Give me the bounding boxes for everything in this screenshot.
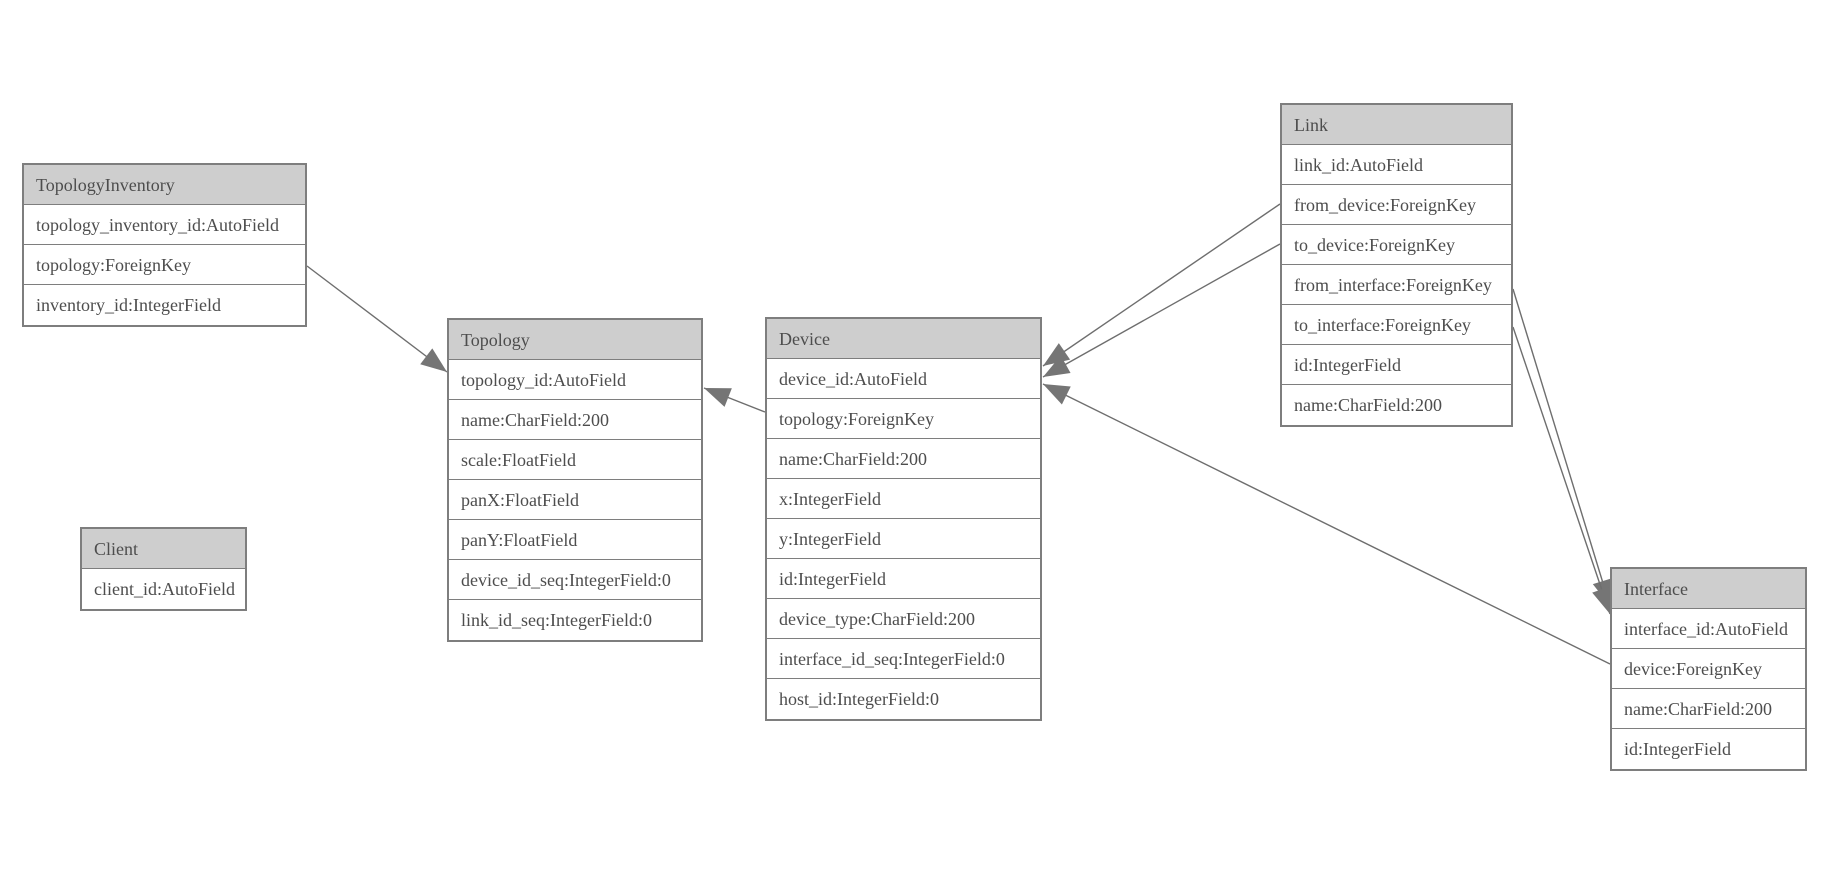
relationship-arrowhead-link-to-device: [1043, 355, 1071, 377]
relationship-line-link-from-interface: [1512, 288, 1611, 607]
entity-field-row: topology:ForeignKey: [767, 399, 1040, 439]
entity-field-row: topology_inventory_id:AutoField: [24, 205, 305, 245]
entity-title: Link: [1282, 105, 1511, 145]
entity-field-row: x:IntegerField: [767, 479, 1040, 519]
entity-field-row: client_id:AutoField: [82, 569, 245, 609]
relationship-line-link-to-device: [1042, 243, 1281, 378]
entity-field-row: link_id_seq:IntegerField:0: [449, 600, 701, 640]
relationship-arrowhead-topologyinventory-topology: [420, 348, 447, 372]
entity-field-row: name:CharField:200: [767, 439, 1040, 479]
entity-field-row: to_interface:ForeignKey: [1282, 305, 1511, 345]
relationship-arrowhead-link-from-device: [1043, 343, 1071, 366]
entity-field-row: panX:FloatField: [449, 480, 701, 520]
entity-field-row: from_device:ForeignKey: [1282, 185, 1511, 225]
entity-field-row: inventory_id:IntegerField: [24, 285, 305, 325]
entity-field-row: link_id:AutoField: [1282, 145, 1511, 185]
entity-field-row: device:ForeignKey: [1612, 649, 1805, 689]
entity-field-row: device_id_seq:IntegerField:0: [449, 560, 701, 600]
entity-title: Client: [82, 529, 245, 569]
entity-field-row: name:CharField:200: [1282, 385, 1511, 425]
entity-field-row: id:IntegerField: [1612, 729, 1805, 769]
relationship-arrowhead-interface-device: [1043, 384, 1071, 405]
entity-field-row: name:CharField:200: [449, 400, 701, 440]
entity-field-row: device_id:AutoField: [767, 359, 1040, 399]
entity-field-row: host_id:IntegerField:0: [767, 679, 1040, 719]
entity-field-row: device_type:CharField:200: [767, 599, 1040, 639]
entity-title: TopologyInventory: [24, 165, 305, 205]
entity-field-row: id:IntegerField: [767, 559, 1040, 599]
entity-field-row: interface_id_seq:IntegerField:0: [767, 639, 1040, 679]
entity-field-row: panY:FloatField: [449, 520, 701, 560]
entity-title: Device: [767, 319, 1040, 359]
entity-field-row: from_interface:ForeignKey: [1282, 265, 1511, 305]
entity-field-row: interface_id:AutoField: [1612, 609, 1805, 649]
relationship-line-topologyinventory-topology: [306, 265, 448, 373]
relationship-line-link-to-interface: [1512, 326, 1611, 615]
relationship-arrowhead-device-topology: [704, 388, 732, 407]
relationship-arrowhead-link-to-interface: [1592, 586, 1612, 614]
entity-title: Topology: [449, 320, 701, 360]
entity-title: Interface: [1612, 569, 1805, 609]
entity-field-row: y:IntegerField: [767, 519, 1040, 559]
entity-field-row: to_device:ForeignKey: [1282, 225, 1511, 265]
entity-field-row: topology:ForeignKey: [24, 245, 305, 285]
relationship-line-link-from-device: [1042, 203, 1281, 367]
entity-field-row: name:CharField:200: [1612, 689, 1805, 729]
relationship-line-device-topology: [703, 387, 766, 413]
entity-field-row: id:IntegerField: [1282, 345, 1511, 385]
entity-field-row: topology_id:AutoField: [449, 360, 701, 400]
entity-field-row: scale:FloatField: [449, 440, 701, 480]
